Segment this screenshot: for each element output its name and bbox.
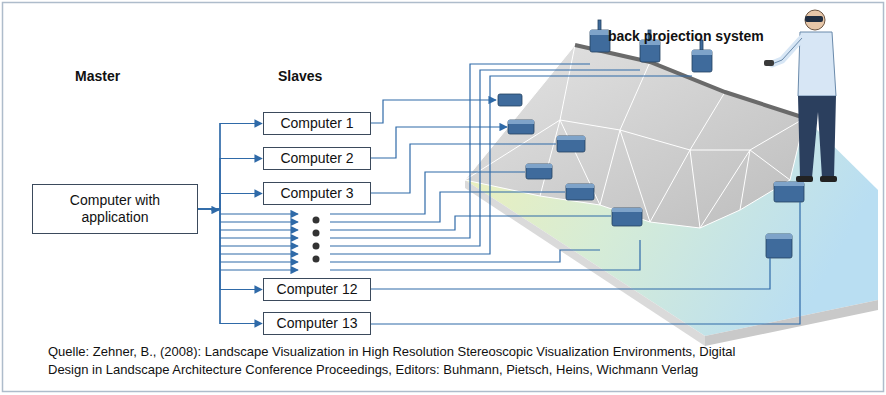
- connector-arrow: [198, 159, 262, 210]
- projector-wires: [330, 64, 800, 324]
- column-heading: Slaves: [278, 68, 322, 84]
- slave-box: Computer 12: [263, 278, 371, 301]
- ellipsis-dots: [313, 217, 320, 263]
- person-figure: [764, 10, 837, 182]
- box-text: Computer 12: [277, 281, 358, 298]
- connector-arrow: [198, 209, 262, 290]
- screen-top-edge: [575, 45, 805, 118]
- section-heading: back projection system: [608, 28, 764, 44]
- slave-box: Computer 13: [263, 312, 371, 335]
- projection-screen: [465, 45, 805, 228]
- slave-box: Computer 2: [263, 147, 371, 170]
- box-text: Computer with application: [41, 192, 189, 226]
- slave-box: Computer 1: [263, 112, 371, 135]
- column-heading: Master: [75, 68, 120, 84]
- box-text: Computer 1: [280, 115, 353, 132]
- connector-arrow: [198, 124, 262, 210]
- projector-lenses: [508, 30, 804, 239]
- box-text: Computer 3: [280, 185, 353, 202]
- floor-edge: [705, 300, 878, 346]
- projectors: [498, 20, 804, 258]
- box-text: Computer 2: [280, 150, 353, 167]
- connector-arrow: [198, 194, 262, 210]
- source-caption: Quelle: Zehner, B., (2008): Landscape Vi…: [48, 343, 738, 379]
- master-box: Computer with application: [32, 184, 198, 234]
- frame: [3, 3, 884, 392]
- slave-box: Computer 3: [263, 182, 371, 205]
- box-text: Computer 13: [277, 315, 358, 332]
- connector-arrow: [198, 209, 262, 324]
